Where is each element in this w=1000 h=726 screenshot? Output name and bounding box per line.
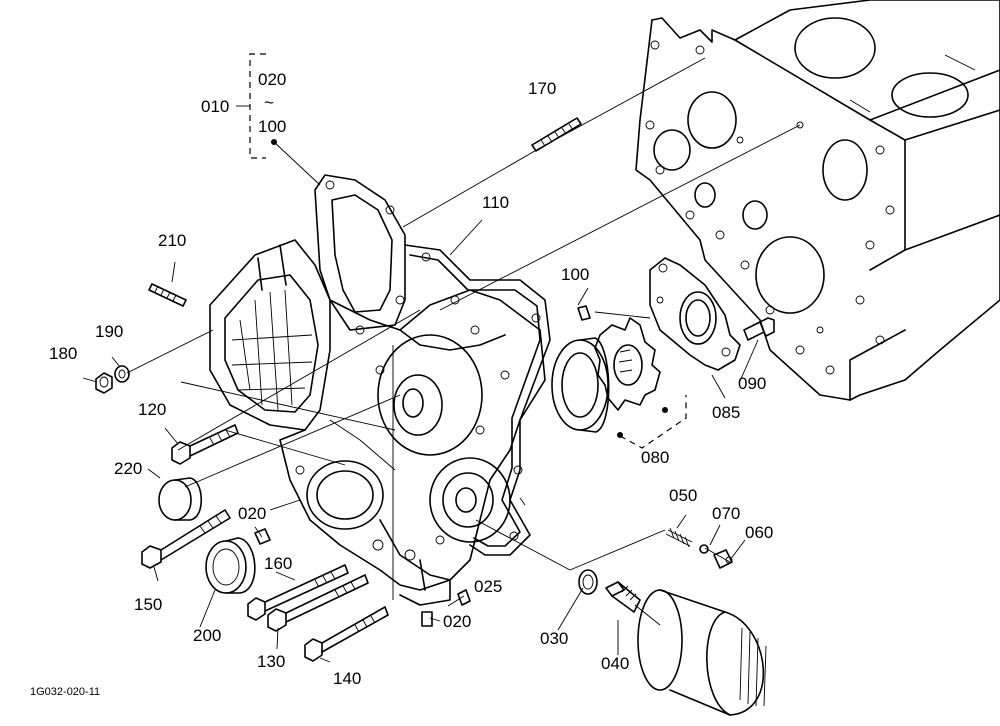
group-label-010: 010 <box>201 97 230 116</box>
part-220-plug <box>158 477 202 521</box>
callout-050: 050 <box>669 486 698 505</box>
callout-025: 025 <box>474 577 503 596</box>
callout-030: 030 <box>540 629 569 648</box>
callout-080: 080 <box>641 448 670 467</box>
callout-040: 040 <box>601 654 630 673</box>
leader-lines <box>82 57 801 663</box>
part-150-bolt <box>141 509 231 569</box>
callout-070: 070 <box>712 504 741 523</box>
callout-210: 210 <box>158 231 187 250</box>
oil-filter-part <box>637 589 767 716</box>
gear-case-part <box>209 174 546 606</box>
group-range-separator: ~ <box>264 93 274 112</box>
callout-180: 180 <box>49 344 78 363</box>
callout-060: 060 <box>745 523 774 542</box>
part-200-oil-seal <box>205 537 256 594</box>
part-160-bolt <box>247 564 349 621</box>
callout-120: 120 <box>138 400 167 419</box>
part-070-ball <box>699 544 709 554</box>
callout-020-b: 020 <box>443 612 472 631</box>
callout-100: 100 <box>561 265 590 284</box>
part-025-plug <box>457 589 471 606</box>
part-060-plug <box>713 549 733 569</box>
part-100-dowel-pin <box>577 305 591 321</box>
diagram-code: 1G032-020-11 <box>30 686 101 698</box>
part-210-stud <box>148 283 187 307</box>
part-120-bolt <box>171 424 239 465</box>
part-090-bolt <box>743 317 775 341</box>
callout-160: 160 <box>264 554 293 573</box>
part-050-spring <box>665 527 693 548</box>
callout-130: 130 <box>257 652 286 671</box>
part-190-washer <box>114 365 130 383</box>
callout-170: 170 <box>528 79 557 98</box>
group-bracket-010 <box>236 53 266 159</box>
part-080-oil-pump-rotor <box>551 317 661 433</box>
gear-case-gasket-part <box>404 244 551 556</box>
part-030-gasket <box>578 569 598 595</box>
callout-220: 220 <box>114 459 143 478</box>
part-180-nut <box>95 372 113 394</box>
part-140-bolt <box>304 606 389 662</box>
callout-190: 190 <box>95 322 124 341</box>
callout-140: 140 <box>333 669 362 688</box>
callout-020-a: 020 <box>238 504 267 523</box>
callout-085: 085 <box>712 403 741 422</box>
callout-110: 110 <box>482 193 510 212</box>
group-range-start-label: 020 <box>258 70 287 89</box>
part-040-fitting <box>605 581 641 613</box>
callout-200: 200 <box>193 626 222 645</box>
part-020-dowel-a <box>254 528 271 545</box>
part-085-oil-pump-cover <box>649 257 741 371</box>
part-020-dowel-b <box>421 611 433 627</box>
part-130-bolt <box>267 574 369 632</box>
part-170-stud <box>531 117 582 152</box>
callout-150: 150 <box>134 595 163 614</box>
callout-090: 090 <box>738 374 767 393</box>
group-range-end-label: 100 <box>258 117 287 136</box>
engine-block-part <box>635 0 1000 401</box>
